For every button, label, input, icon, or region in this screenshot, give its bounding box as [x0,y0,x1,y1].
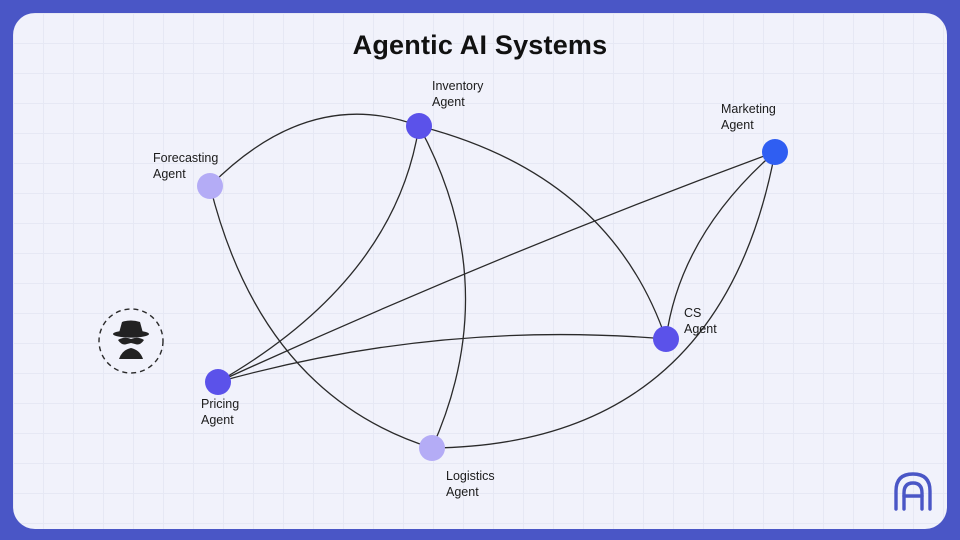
nodes [197,113,788,461]
label-inventory-line2: Agent [432,94,465,109]
brand-logo-icon [894,472,932,511]
label-cs-line1: CS [684,306,702,320]
spy-icon [98,308,164,374]
label-pricing-line2: Agent [201,412,234,427]
label-pricing: Pricing Agent [201,397,239,428]
label-logistics-line1: Logistics [446,469,495,483]
node-forecasting[interactable] [197,173,223,199]
label-pricing-line1: Pricing [201,397,240,411]
diagram-card [13,13,947,529]
label-logistics: Logistics Agent [446,469,495,500]
label-forecasting-line2: Agent [153,166,186,181]
label-inventory: Inventory Agent [432,79,483,110]
node-inventory[interactable] [406,113,432,139]
label-marketing-line1: Marketing [721,102,776,116]
page-title: Agentic AI Systems [352,30,608,60]
label-marketing: Marketing Agent [721,102,776,133]
edge-cs-marketing [665,151,776,340]
node-marketing[interactable] [762,139,788,165]
edge-pricing-marketing [217,151,776,383]
label-logistics-line2: Agent [446,484,479,499]
label-inventory-line1: Inventory [432,79,484,93]
edges [209,113,776,449]
edge-forecasting-logistics [209,185,433,449]
node-logistics[interactable] [419,435,445,461]
label-forecasting: Forecasting Agent [153,151,218,182]
edge-forecasting-inventory [209,113,420,187]
edge-inventory-cs [418,125,667,340]
node-pricing[interactable] [205,369,231,395]
label-cs: CS Agent [684,306,717,337]
edge-inventory-pricing [217,125,420,383]
label-forecasting-line1: Forecasting [153,151,219,165]
label-cs-line2: Agent [684,321,717,336]
label-marketing-line2: Agent [721,117,754,132]
edge-pricing-cs [217,333,667,383]
edge-inventory-logistics [418,125,467,449]
edge-logistics-marketing [431,151,776,449]
node-cs[interactable] [653,326,679,352]
